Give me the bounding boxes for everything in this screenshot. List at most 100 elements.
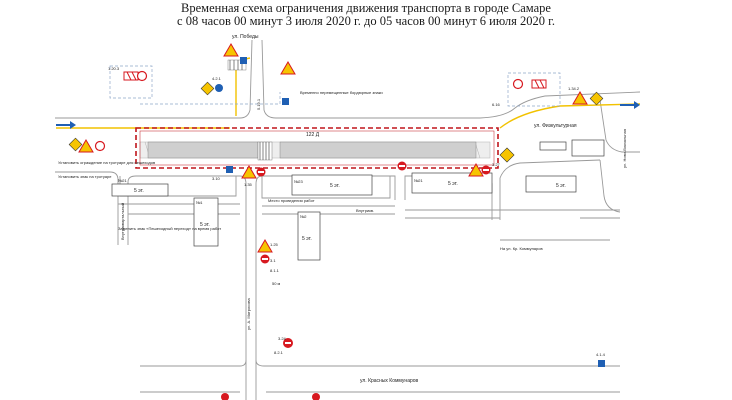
road-network [55,39,641,400]
building-label-3: 5 эт. [330,183,340,189]
crossing-stripes [229,60,270,160]
building-label-6: 5 эт. [556,183,566,189]
blue-sign-4 [226,166,233,173]
street-to-kommunarov: На ул. Кр. Коммунаров [500,246,543,251]
work-zone-hatch-left [147,141,259,159]
sign-code-12: 8.2.1 [274,350,284,355]
building-label-5: 5 эт. [448,181,458,187]
note-install-barrier: Установить ограждение на тротуаре для пе… [58,160,155,165]
work-zone: 122 Д [135,127,499,169]
speed-sign-3 [94,140,106,152]
scheme-title-line-1: Временная схема ограничения движения тра… [181,1,551,15]
street-fizkulturnaya: ул. Физкультурная [534,123,577,129]
sign-code-9: 6.16 [492,102,501,107]
warning-sign-2 [280,61,296,75]
dashed-region-left [109,65,153,99]
note-work-site: Место проведения работ [268,198,315,203]
scheme-title: Временная схема ограничения движения тра… [0,2,732,28]
sign-code-4: 3.10 [212,176,221,181]
notes: Место проведения работ Временно перемеще… [58,90,383,231]
blue-sign-3 [282,98,289,105]
main-road-bottom-edge [55,159,601,400]
blue-arrows [56,101,640,129]
building-6 [525,175,577,193]
building-label-1: 5 эт. [134,188,144,194]
warning-sign-1 [223,43,239,57]
warning-sign-7 [468,163,484,177]
sign-code-15: 4.1.4 [596,352,606,357]
street-names: ул. Победы ул. Физкультурная ул. Ново-Во… [120,34,627,384]
building-2 [193,197,219,247]
building-labels: 5 эт. 5 эт. 5 эт. 5 эт. 5 эт. 5 эт. №21 … [118,178,566,242]
street-pobedy: ул. Победы [232,34,259,40]
no-entry-sign-5 [481,165,491,175]
blue-sign-1 [240,57,247,64]
sign-code-11: 1.34.2 [568,86,580,91]
speed-sign-2 [512,78,524,90]
dashed-regions [109,65,561,107]
speed-sign-1 [136,70,148,82]
chevron-board-2 [531,79,547,89]
work-zone-fence [135,127,499,169]
dashed-region-top [140,92,281,105]
priority-sign-1 [68,137,83,152]
street-krasnye-kommunary: ул. Красных Коммунаров [360,378,419,384]
warning-sign-6 [572,91,588,105]
note-replace-sign: Заменить знак «Пешеходный переход» на вр… [118,226,221,231]
inner-lane-right [405,209,620,219]
right-side-road [599,99,640,213]
no-entry-sign-2 [260,254,270,264]
warning-sign-5 [257,239,273,253]
no-entry-sign-3 [283,338,293,348]
building-7 [571,139,605,157]
work-zone-label: 122 Д [306,132,320,138]
sign-code-10: 50 м [272,281,281,286]
work-zone-inner [139,130,495,166]
priority-sign-3 [499,147,515,163]
blue-arrow-2 [56,121,76,129]
street-mayakovskogo: ул. А. Матросова [246,297,251,330]
street-vnutrikv-left: Внутриквартальный [120,203,125,240]
no-entry-sign-1 [256,167,266,177]
sign-code-8: 4.2.1 [212,76,222,81]
no-entry-sign-6 [221,393,229,400]
building-1 [111,183,169,197]
sign-code-3: 8.1.1 [270,268,280,273]
building-number-2: №23 [294,179,304,184]
building-number-4: №1 [196,200,203,205]
dashed-region-right [507,72,561,107]
building-4 [297,211,321,261]
priority-sign-4 [589,91,604,106]
bottom-road-top-edge [140,359,620,367]
sign-code-2: 3.1 [270,258,276,263]
sign-code-6: 3.24 [278,336,287,341]
mid-block-edge [261,176,391,199]
blue-sign-2 [215,84,223,92]
inner-lane-left [118,203,240,215]
building-number-3: №21 [414,178,424,183]
building-8 [539,141,567,151]
street-novo-vokzalnaya: ул. Ново-Вокзальная [622,129,627,168]
chevron-board-1 [123,71,139,81]
no-entry-sign-4 [397,161,407,171]
note-set-signs: Установить знак на тротуаре [58,174,112,179]
scheme-title-line-2: с 08 часов 00 минут 3 июля 2020 г. до 05… [177,14,555,28]
building-3 [291,174,373,196]
sign-code-1: 1.25 [270,242,279,247]
warning-sign-4 [241,165,257,179]
inner-lane-mid [262,205,395,215]
buildings [111,139,605,261]
note-temp-boundary: Временно перемещенные бордюрные знаки [300,90,383,95]
sign-code-13: 3.27 [492,162,501,167]
blue-sign-5 [598,360,605,367]
inner-lane-right-lower [500,217,620,241]
no-entry-sign-7 [312,393,320,400]
building-number-1: №21 [118,178,128,183]
warning-sign-3 [78,139,94,153]
priority-sign-2 [200,81,215,96]
sign-code-14: 1.35 [244,182,253,187]
crossing-1 [257,141,273,161]
sign-code-5: 5.19.1 [256,98,261,110]
street-vnutrikv-mid: Внутрикв. [356,208,374,213]
